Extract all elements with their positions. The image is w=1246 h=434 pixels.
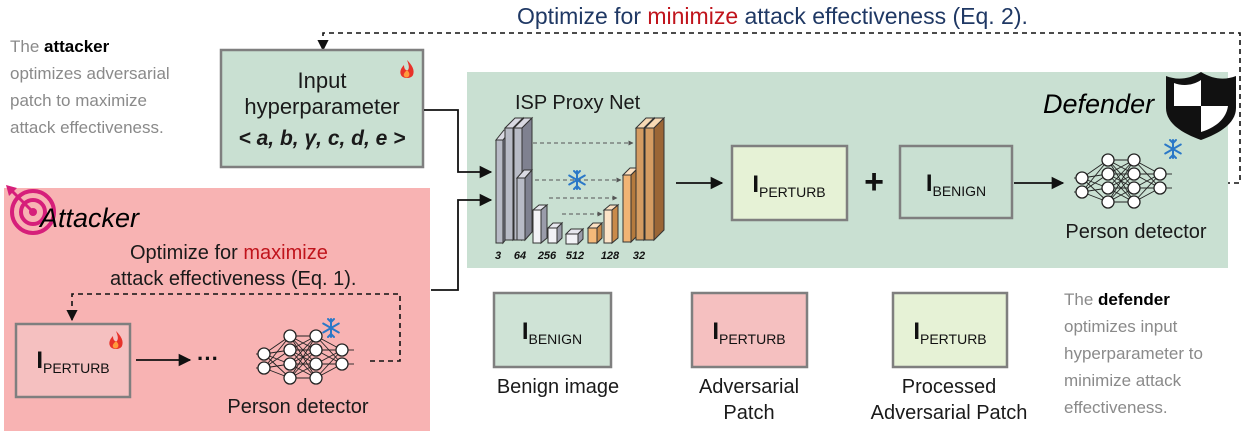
legend-benign-box — [492, 291, 613, 369]
shield-icon — [1166, 72, 1236, 140]
legend-processed-caption2: Adversarial Patch — [871, 402, 1028, 424]
target-icon — [6, 185, 56, 235]
svg-text:minimize attack: minimize attack — [1064, 371, 1182, 390]
encoder-block-256 — [531, 203, 549, 245]
plus-sign: + — [864, 163, 884, 201]
svg-text:optimizes adversarial: optimizes adversarial — [10, 64, 170, 83]
isp-proxy-net: 3 64 256 512 128 32 — [495, 116, 666, 262]
attacker-note: The attacker optimizes adversarial patch… — [10, 37, 170, 137]
top-objective-text: Optimize for minimize attack effectivene… — [517, 3, 1028, 29]
svg-text:effectiveness.: effectiveness. — [1064, 398, 1168, 417]
channel-label-256: 256 — [537, 250, 557, 262]
legend-processed-caption1: Processed — [902, 376, 997, 398]
channel-label-3: 3 — [495, 250, 501, 262]
isp-title: ISP Proxy Net — [515, 92, 641, 114]
pipeline-perturb-box — [730, 144, 849, 222]
attacker-title: Attacker — [38, 203, 140, 233]
pipeline-benign-box — [898, 144, 1014, 220]
attacker-objective-line2: attack effectiveness (Eq. 1). — [110, 268, 356, 290]
legend: IBENIGN Benign image IPERTURB Adversaria… — [492, 291, 1028, 424]
legend-processed-box — [891, 291, 1009, 369]
attacker-ellipsis: ··· — [197, 346, 219, 371]
legend-processed-label: IPERTURB — [913, 318, 986, 347]
legend-adversarial-caption1: Adversarial — [699, 376, 799, 398]
svg-text:attack effectiveness.: attack effectiveness. — [10, 118, 164, 137]
svg-text:patch to maximize: patch to maximize — [10, 91, 147, 110]
input-params: < a, b, γ, c, d, e > — [239, 127, 406, 150]
legend-benign-caption: Benign image — [497, 376, 619, 398]
channel-label-128: 128 — [601, 250, 620, 262]
legend-adversarial-box — [690, 291, 809, 369]
defender-label: Defender — [1043, 89, 1155, 119]
legend-adversarial-label: IPERTURB — [712, 318, 785, 347]
defender-detector-label: Person detector — [1065, 221, 1207, 243]
input-to-isp-arrow — [424, 109, 493, 179]
decoder-block-512 — [586, 221, 604, 245]
input-label-line2: hyperparameter — [244, 94, 399, 119]
svg-text:The defender: The defender — [1064, 290, 1170, 309]
top-feedback-loop — [317, 32, 1241, 184]
svg-text:optimizes input: optimizes input — [1064, 317, 1178, 336]
bottleneck-block — [564, 227, 585, 246]
attacker-feedback-loop — [66, 293, 401, 362]
defender-note: The defender optimizes input hyperparame… — [1064, 290, 1203, 417]
legend-benign-label: IBENIGN — [522, 318, 582, 347]
channel-label-32: 32 — [633, 250, 645, 262]
encoder-block-128 — [515, 168, 534, 242]
pipeline-perturb-label: IPERTURB — [752, 171, 825, 200]
encoder-block-512a — [546, 221, 564, 245]
attacker-perturb-box — [14, 322, 132, 399]
attacker-to-isp-arrow — [431, 193, 493, 291]
attacker-objective-line1: Optimize for maximize — [130, 242, 328, 264]
svg-text:The attacker: The attacker — [10, 37, 110, 56]
input-hyperparameter-box — [219, 48, 425, 169]
channel-label-512: 512 — [566, 250, 584, 262]
decoder-block-256 — [602, 203, 620, 245]
attacker-perturb-label: IPERTURB — [36, 347, 109, 376]
decoder-block-32b — [643, 116, 666, 242]
attacker-detector-label: Person detector — [227, 396, 369, 418]
legend-adversarial-caption2: Patch — [723, 402, 774, 424]
input-label-line1: Input — [298, 68, 347, 93]
pipeline-benign-label: IBENIGN — [926, 170, 986, 199]
svg-text:hyperparameter to: hyperparameter to — [1064, 344, 1203, 363]
channel-label-64: 64 — [514, 250, 526, 262]
